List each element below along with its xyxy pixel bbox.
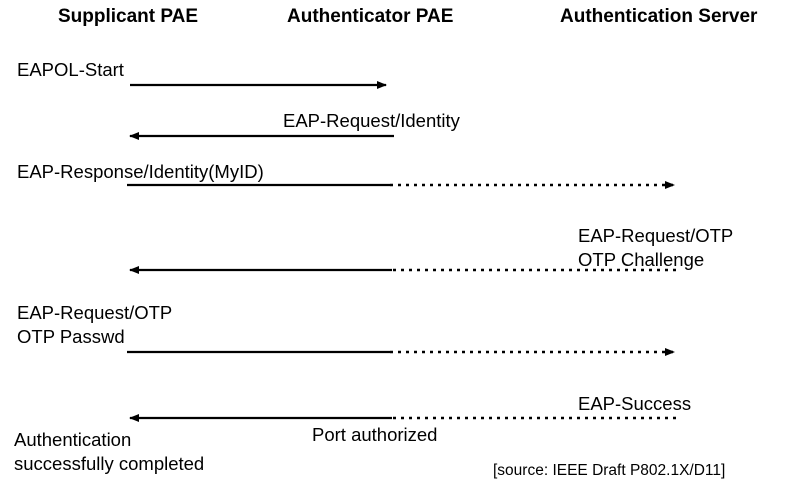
message-label-eap-request-otp-passwd: EAP-Request/OTP OTP Passwd: [17, 301, 172, 349]
note-line2: successfully completed: [14, 453, 205, 474]
note-authentication-complete: Authentication successfully completed: [14, 428, 204, 476]
lane-header-authentication-server: Authentication Server: [560, 6, 758, 27]
message-label-line2: OTP Challenge: [578, 249, 705, 270]
lane-header-authenticator: Authenticator PAE: [287, 6, 454, 27]
message-label-line2: OTP Passwd: [17, 326, 125, 347]
message-label-line1: EAP-Request/OTP: [578, 225, 734, 246]
source-citation: [source: IEEE Draft P802.1X/D11]: [493, 462, 726, 479]
message-label-eapol-start: EAPOL-Start: [17, 59, 124, 80]
message-label-port-authorized: Port authorized: [312, 424, 438, 445]
lane-header-supplicant: Supplicant PAE: [58, 6, 199, 27]
message-label-eap-request-otp-challenge: EAP-Request/OTP OTP Challenge: [578, 224, 733, 272]
message-label-eap-request-identity: EAP-Request/Identity: [283, 110, 460, 131]
message-label-line1: EAP-Request/OTP: [17, 302, 173, 323]
message-label-eap-success: EAP-Success: [578, 393, 692, 414]
note-line1: Authentication: [14, 429, 132, 450]
message-label-eap-response-identity: EAP-Response/Identity(MyID): [17, 161, 264, 182]
